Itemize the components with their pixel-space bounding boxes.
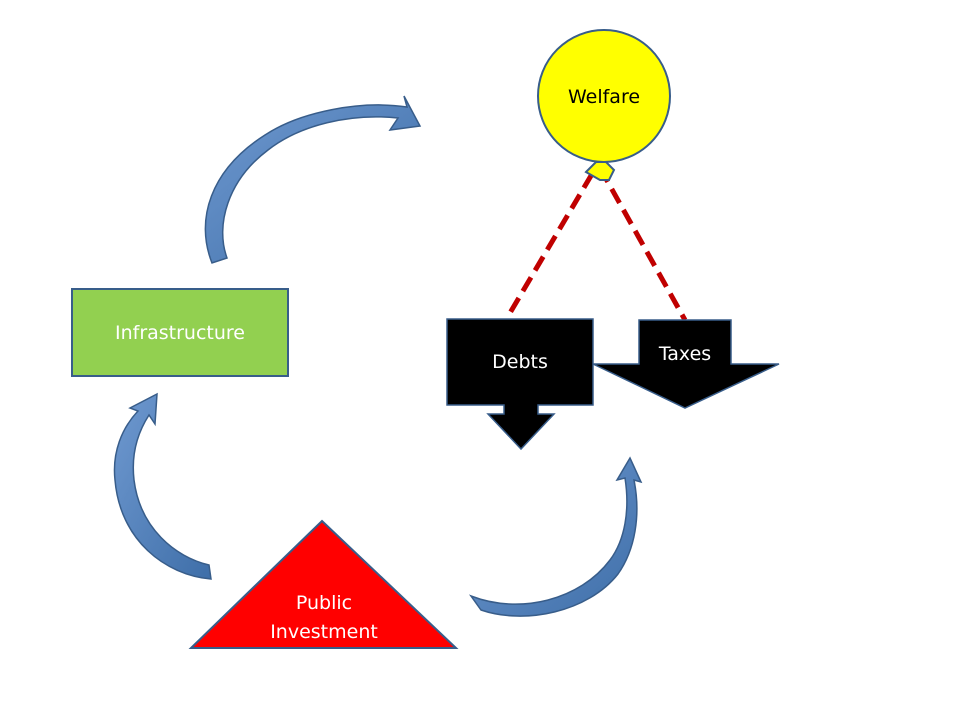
debts-node: Debts: [446, 318, 594, 451]
taxes-node: Taxes: [592, 319, 780, 409]
infrastructure-node: Infrastructure: [71, 288, 289, 377]
public-investment-node: Public Investment: [188, 519, 459, 649]
infrastructure-label: Infrastructure: [115, 322, 245, 344]
taxes-arrow-shape: [592, 319, 780, 409]
debts-label: Debts: [492, 351, 548, 373]
debts-arrow-shape: [446, 318, 594, 451]
infrastructure-box: [71, 288, 289, 377]
tether-welfare-to-taxes: [597, 166, 688, 322]
welfare-node: Welfare: [537, 29, 671, 181]
arrow-infrastructure-to-welfare: [204, 95, 422, 264]
arrow-public-investment-to-infrastructure: [113, 392, 212, 580]
tether-welfare-to-debts: [504, 172, 595, 320]
public-investment-label-line1: Public: [296, 592, 352, 614]
public-investment-triangle: [188, 519, 459, 649]
arrow-public-investment-to-taxes: [468, 456, 643, 617]
public-investment-label-line2: Investment: [270, 621, 378, 643]
balloon-knot: [584, 161, 616, 181]
welfare-label: Welfare: [568, 86, 640, 108]
taxes-label: Taxes: [658, 343, 711, 365]
